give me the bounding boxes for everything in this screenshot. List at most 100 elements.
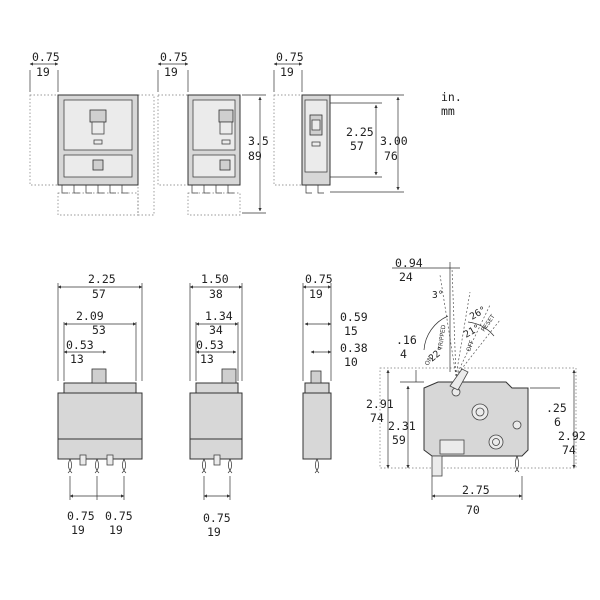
lower-body xyxy=(57,438,143,460)
b-inch: 0.38 xyxy=(340,341,368,355)
width-mm: 19 xyxy=(164,65,178,79)
h1-inch: 2.91 xyxy=(366,397,394,411)
units-mm-label: mm xyxy=(441,104,455,118)
handle xyxy=(221,368,237,384)
a-mm: 15 xyxy=(344,324,358,338)
handle xyxy=(310,370,322,384)
right-inch: .25 xyxy=(546,401,567,415)
depth-mm: 70 xyxy=(466,503,480,517)
terminal-outline xyxy=(187,192,241,216)
handle xyxy=(91,121,105,135)
profile-view: 3° 22° 21° 26° TRIPPED ON OFF RESET 0.94… xyxy=(366,256,586,517)
top-plate xyxy=(195,382,239,394)
b-mm: 10 xyxy=(344,355,358,369)
overall-mm: 38 xyxy=(209,287,223,301)
terminal-box xyxy=(439,439,465,455)
body xyxy=(189,392,243,440)
handle-ray-4 xyxy=(455,304,491,377)
top-inch: 0.94 xyxy=(395,256,423,270)
width-inch: 0.75 xyxy=(305,272,333,286)
handle xyxy=(311,119,321,131)
width-mm: 19 xyxy=(36,65,50,79)
body xyxy=(302,392,332,460)
handle-lever xyxy=(449,368,469,391)
reset-button xyxy=(219,159,231,171)
adjacent-outline xyxy=(273,94,303,186)
terminal-post xyxy=(431,455,443,477)
height-inch: 3.00 xyxy=(380,134,408,148)
pivot-lower-inner xyxy=(492,438,500,446)
slot-2 xyxy=(106,454,114,466)
terminal-clip xyxy=(514,455,520,473)
handle-inch: 0.53 xyxy=(66,338,94,352)
terminals xyxy=(191,185,234,194)
terminal-clip xyxy=(314,458,320,474)
indicator xyxy=(221,139,231,145)
width-inch: 0.75 xyxy=(160,50,188,64)
terminals xyxy=(61,185,128,194)
handle-inch: 2.25 xyxy=(346,125,374,139)
pin2-inch: 0.75 xyxy=(105,509,133,523)
pin1-inch: 0.75 xyxy=(67,509,95,523)
pin1-mm: 19 xyxy=(71,523,85,537)
handle-ray-2 xyxy=(451,267,457,377)
breaker-face xyxy=(304,99,328,173)
width-mm: 19 xyxy=(280,65,294,79)
rivet xyxy=(512,420,522,430)
single-pole-bottom-view: 0.75 19 0.59 15 0.38 10 xyxy=(302,272,368,474)
overall-inch: 1.50 xyxy=(201,272,229,286)
inner-inch: 2.09 xyxy=(76,309,104,323)
handle-mm: 57 xyxy=(350,139,364,153)
width-inch: 0.75 xyxy=(32,50,60,64)
two-pole-front-view: 0.75 19 3.5 89 xyxy=(157,50,269,216)
height-mm: 89 xyxy=(248,149,262,163)
adjacent-outline-left xyxy=(29,94,59,186)
three-pole-front-view: 0.75 19 xyxy=(29,50,155,216)
pivot-large-inner xyxy=(475,407,485,417)
pin2-mm: 19 xyxy=(109,523,123,537)
handle-mm: 13 xyxy=(200,352,214,366)
inner-mm: 53 xyxy=(92,323,106,337)
top-plate xyxy=(63,382,137,394)
overall-inch: 2.25 xyxy=(88,272,116,286)
terminals xyxy=(305,185,324,194)
offset-mm: 4 xyxy=(400,347,407,361)
handle xyxy=(91,368,107,384)
two-pole-bottom-view: 1.50 38 1.34 34 0.53 13 0.75 19 xyxy=(189,272,243,539)
right-mm: 6 xyxy=(554,415,561,429)
depth-inch: 2.75 xyxy=(462,483,490,497)
terminal-outline xyxy=(57,192,139,216)
angle-arc-1 xyxy=(423,315,449,351)
inner-inch: 1.34 xyxy=(205,309,233,323)
overall-mm: 74 xyxy=(562,443,576,457)
slot-1 xyxy=(79,454,87,466)
h1-mm: 74 xyxy=(370,411,384,425)
handle-window xyxy=(89,109,107,123)
inner-mm: 34 xyxy=(209,323,223,337)
top-plate xyxy=(304,382,330,394)
handle-inch: 0.53 xyxy=(196,338,224,352)
slot xyxy=(213,454,221,466)
angle-3: 3° xyxy=(432,290,443,301)
terminal-clips xyxy=(201,458,233,474)
width-inch: 0.75 xyxy=(276,50,304,64)
body xyxy=(57,392,143,440)
overall-inch: 2.92 xyxy=(558,429,586,443)
adjacent-outline xyxy=(157,94,189,186)
pos-on: ON xyxy=(424,356,435,367)
angle-arc-2 xyxy=(467,321,495,337)
offset-inch: .16 xyxy=(396,333,417,347)
width-mm: 19 xyxy=(309,287,323,301)
height-inch: 3.5 xyxy=(248,134,269,148)
pin-mm: 19 xyxy=(207,525,221,539)
height-mm: 76 xyxy=(384,149,398,163)
indicator xyxy=(93,139,103,145)
h2-inch: 2.31 xyxy=(388,419,416,433)
handle-window xyxy=(218,109,234,123)
indicator xyxy=(311,141,321,147)
handle xyxy=(219,121,233,135)
reset-button xyxy=(92,159,104,171)
h2-mm: 59 xyxy=(392,433,406,447)
